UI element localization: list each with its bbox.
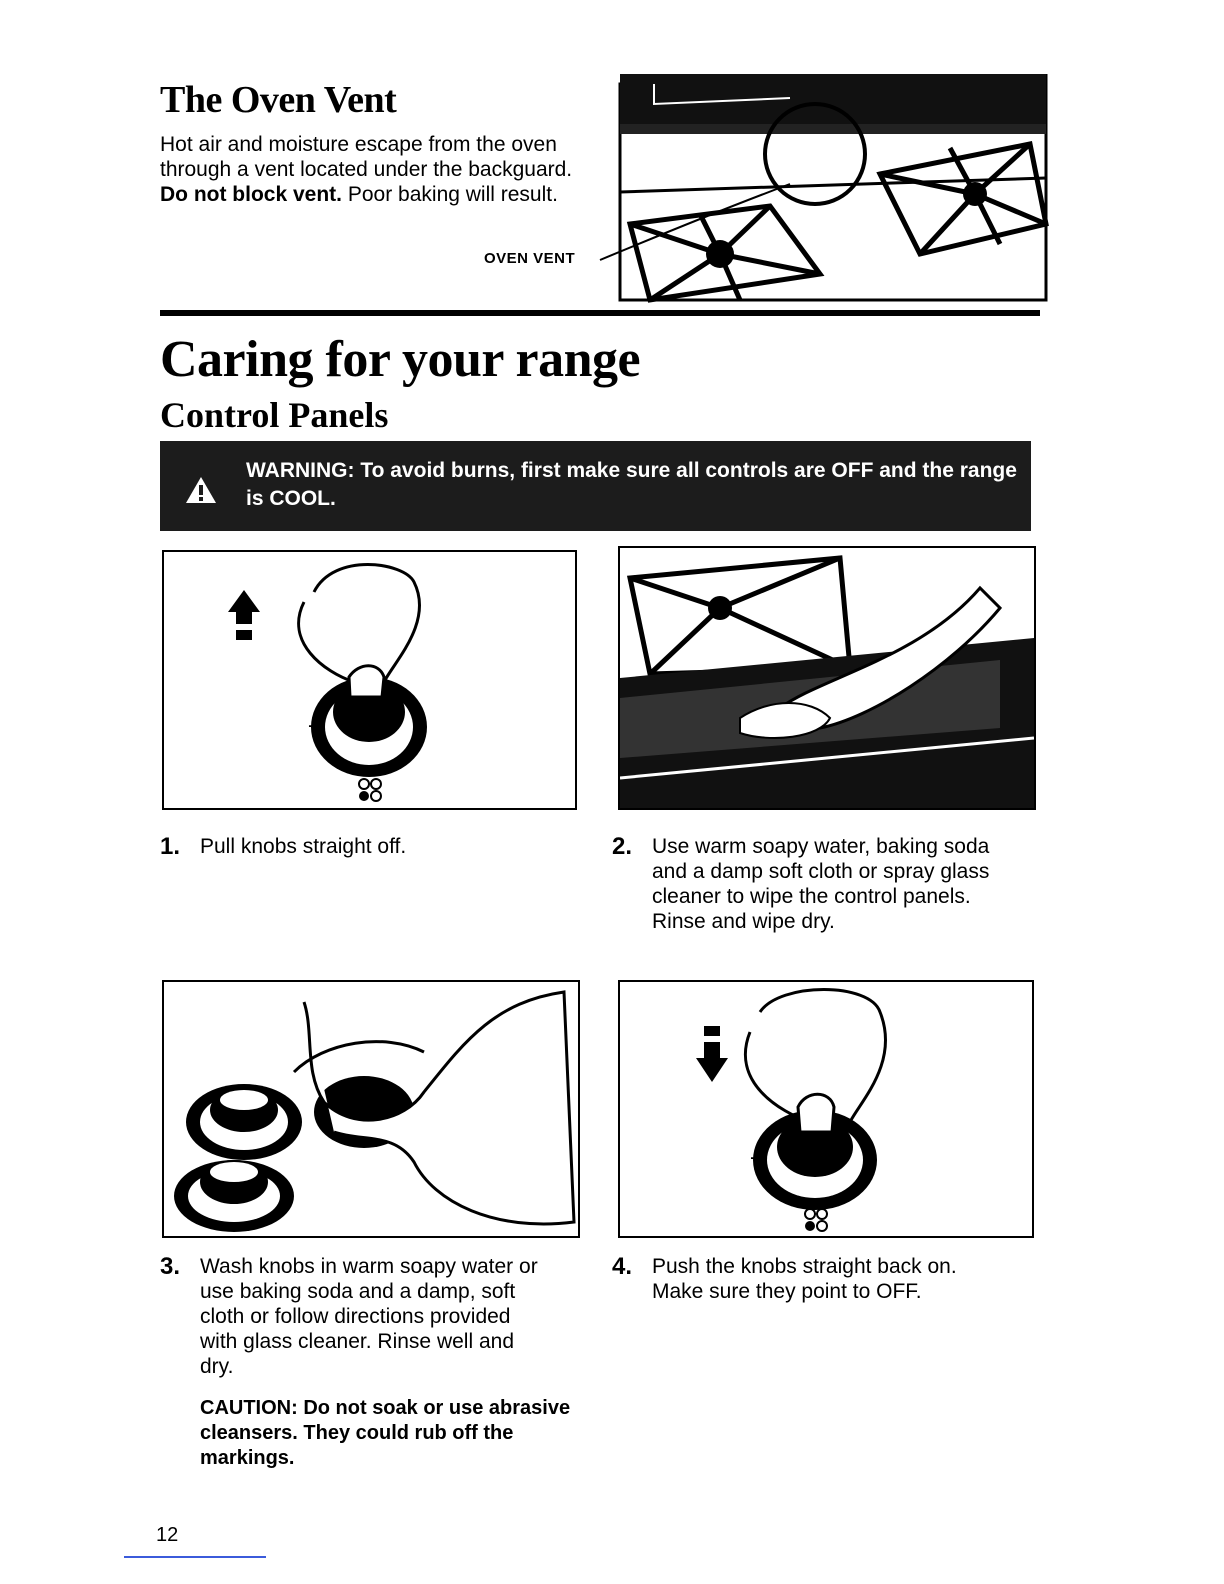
step-4: 4. Push the knobs straight back on. Make… [612,1254,1032,1314]
illustration-pull-knob: - [162,550,577,810]
oven-vent-text-bold: Do not block vent. [160,183,343,206]
illustration-push-knob: - [618,980,1034,1238]
warning-banner: WARNING: To avoid burns, first make sure… [160,441,1031,531]
oven-vent-illustration [590,72,1050,304]
step-3-number: 3. [160,1253,181,1280]
section-divider [160,310,1040,316]
warning-triangle-icon [184,475,218,510]
step-2-text: Use warm soapy water, baking soda and a … [652,835,990,933]
page-number: 12 [156,1524,179,1546]
bottom-rule [124,1556,266,1558]
caution-note: CAUTION: Do not soak or use abrasive cle… [200,1397,571,1469]
oven-vent-label: OVEN VENT [484,250,576,267]
oven-vent-text-1: Hot air and moisture escape from the ove… [160,133,573,181]
page-title: Caring for your range [160,331,641,388]
illustration-wipe-panel [618,546,1036,810]
warning-text: WARNING: To avoid burns, first make sure… [246,459,1017,510]
step-3-text: Wash knobs in warm soapy water or use ba… [200,1255,538,1378]
step-1-text: Pull knobs straight off. [200,835,407,858]
section-title: Control Panels [160,395,389,435]
oven-vent-paragraph: Hot air and moisture escape from the ove… [160,132,580,207]
step-4-text: Push the knobs straight back on. Make su… [652,1255,957,1303]
step-1: 1. Pull knobs straight off. [160,834,580,864]
arrow-up-icon [228,590,260,624]
step-2: 2. Use warm soapy water, baking soda and… [612,834,1032,964]
arrow-down-icon [696,1042,728,1082]
oven-vent-text-2: Poor baking will result. [342,183,558,206]
svg-text:-: - [750,1144,757,1169]
svg-text:-: - [308,712,315,737]
step-4-number: 4. [612,1253,633,1280]
step-2-number: 2. [612,833,633,860]
step-3: 3. Wash knobs in warm soapy water or use… [160,1254,580,1384]
step-1-number: 1. [160,833,181,860]
illustration-wash-knobs [162,980,580,1238]
oven-vent-title: The Oven Vent [160,79,397,121]
